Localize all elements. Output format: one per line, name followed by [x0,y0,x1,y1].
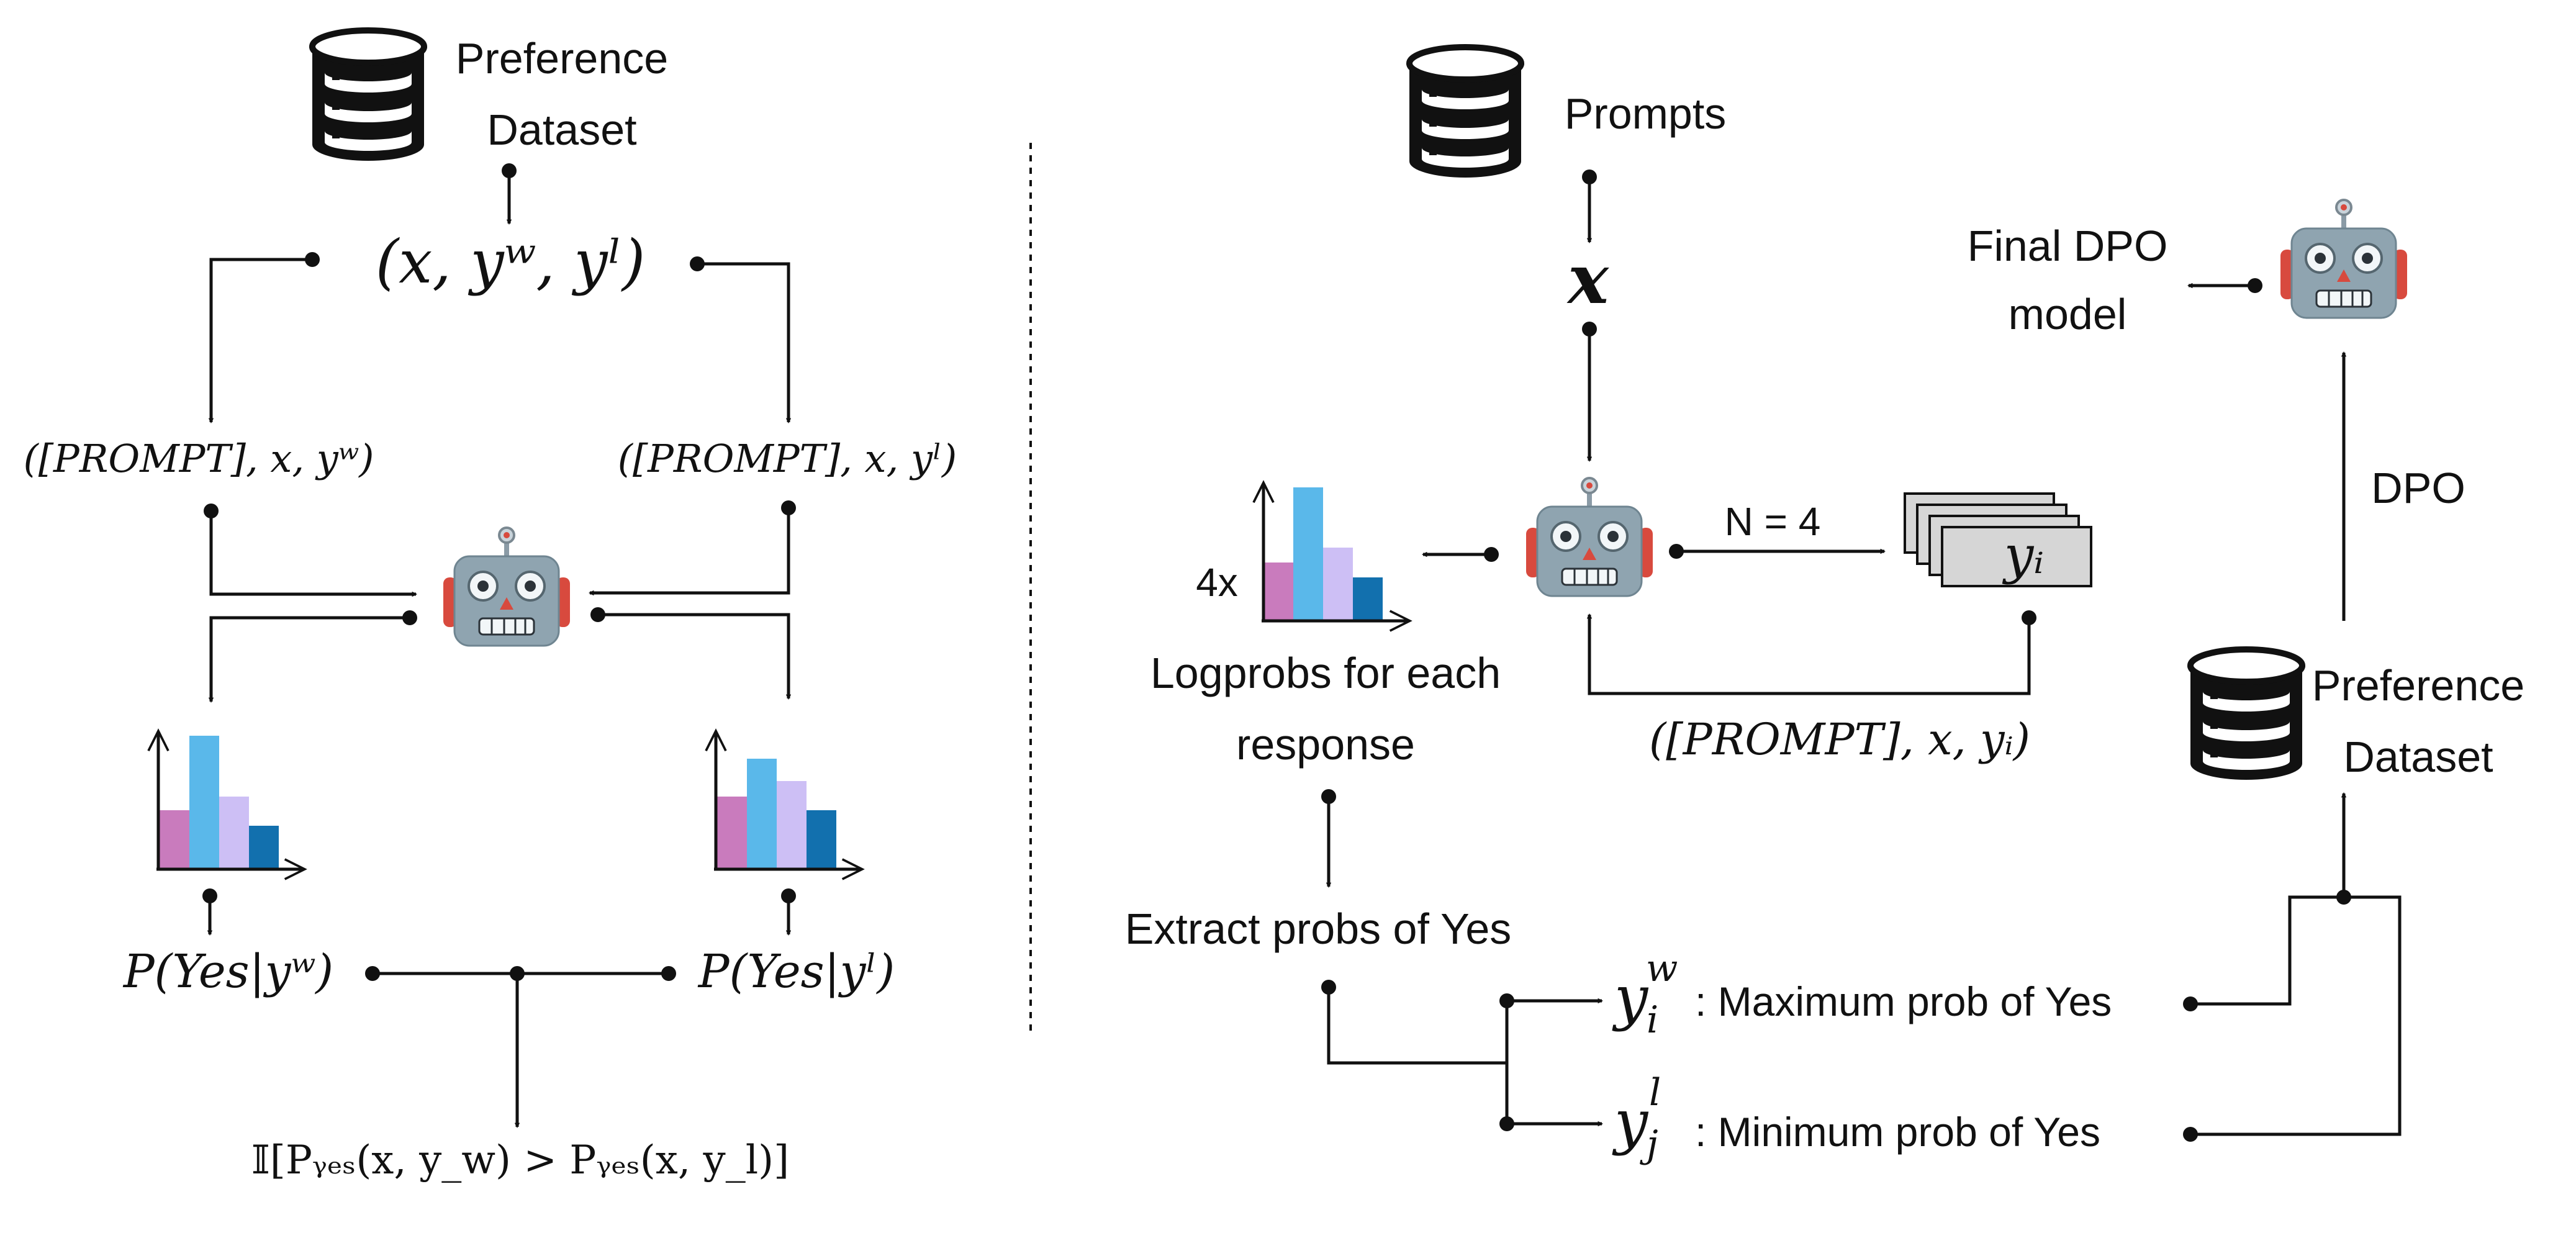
bar-sky [747,759,777,869]
bar-lavender [777,781,807,869]
database-icon [1409,47,1521,178]
bar-lavender [1323,548,1353,621]
robot-icon [443,528,570,646]
final-model-label-top: Final DPO [1968,222,2168,270]
dataset-label-bottom: Dataset [487,106,636,154]
prob-yes-loser: P(Yes|yˡ) [697,945,895,998]
prob-yes-winner: P(Yes|yʷ) [122,945,333,998]
winner-symbol-sub: i [1647,998,1658,1042]
bar-pink [1263,563,1293,621]
logprobs-label-bottom: response [1236,720,1415,769]
bar-sky [1293,487,1323,621]
prompt-loser: ([PROMPT], x, yˡ) [618,436,957,481]
prompts-label: Prompts [1565,89,1727,138]
bar-chart-icon [705,728,865,880]
database-icon [312,30,424,161]
dataset-label-top: Preference [456,34,668,83]
bar-pink [717,797,747,869]
arrow [697,262,792,424]
bar-blue [807,810,836,869]
logprobs-label-top: Logprobs for each [1150,649,1501,697]
four-x-label: 4x [1196,560,1238,605]
winner-symbol-y: y [1612,963,1649,1032]
stacked-documents-icon [1904,492,2092,587]
connector-dot [2183,1127,2198,1142]
bar-sky [189,736,219,869]
preference-dataset-label-top: Preference [2312,661,2524,710]
arrow [588,508,790,596]
maximum-prob-label: : Maximum prob of Yes [1695,978,2112,1024]
arrow [208,258,312,424]
response-yi: yᵢ [2002,525,2044,585]
arrow [209,511,418,597]
extract-label: Extract probs of Yes [1125,905,1512,953]
robot-icon [1526,478,1653,596]
connector-line [1327,987,1507,1065]
database-icon [2190,649,2302,780]
bar-chart-icon [147,728,307,880]
robot-icon [2280,200,2407,318]
bar-blue [249,826,279,869]
prompt-yi: ([PROMPT], x, yᵢ) [1649,714,2030,765]
dpo-label: DPO [2371,464,2465,512]
n-samples-label: N = 4 [1725,499,1821,544]
preference-triple: (x, yʷ, yˡ) [376,227,646,297]
loser-symbol-sup: l [1649,1071,1661,1114]
loser-symbol-y: y [1612,1087,1649,1157]
bar-pink [160,810,189,869]
bar-chart-icon [1252,480,1412,632]
indicator-formula: 𝕀[Pᵧₑₛ(x, y_w) > Pᵧₑₛ(x, y_l)] [251,1137,789,1183]
connector-line [2190,895,2402,1136]
arrow [1586,613,2031,695]
arrow [208,616,410,703]
x-variable: x [1566,239,1609,319]
bar-lavender [219,797,249,869]
prompt-winner: ([PROMPT], x, yʷ) [24,436,374,481]
minimum-prob-label: : Minimum prob of Yes [1695,1109,2100,1155]
arrow [598,613,792,700]
preference-dataset-label-bottom: Dataset [2343,733,2493,781]
winner-symbol-sup: w [1646,947,1678,990]
connector-dot [661,966,676,981]
bar-blue [1353,577,1383,621]
final-model-label-bottom: model [2009,290,2127,338]
